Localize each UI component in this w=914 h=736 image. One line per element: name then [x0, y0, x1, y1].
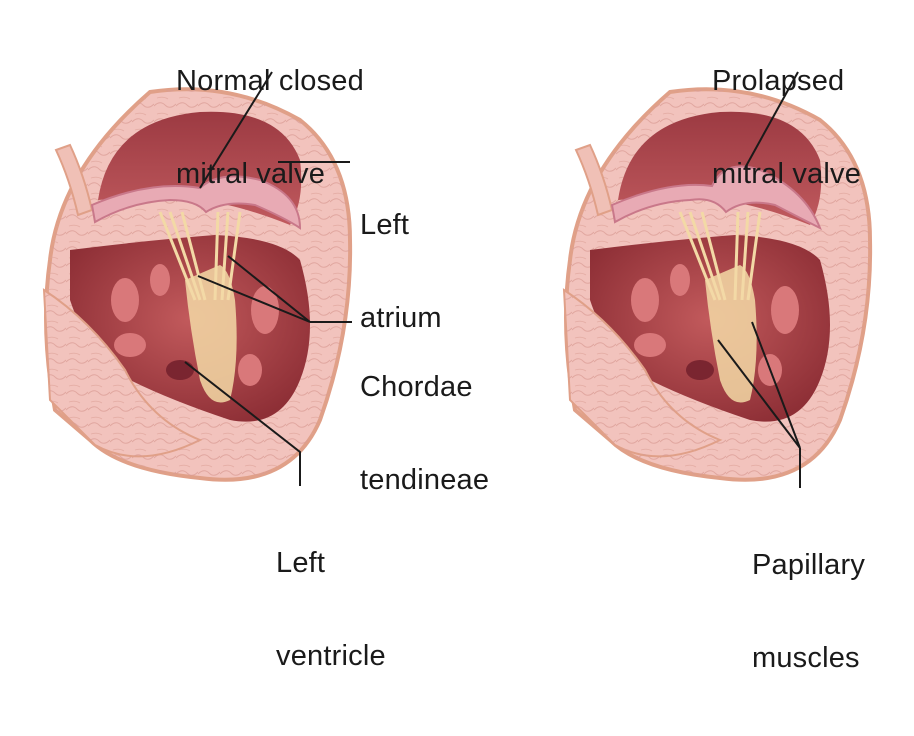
mitral-valve-diagram: Normal closed mitral valve Left atrium C… — [42, 4, 873, 674]
label-normal-valve-line2: mitral valve — [176, 158, 326, 190]
label-left-atrium-line2: atrium — [360, 302, 442, 334]
leader-papillary-1 — [717, 339, 801, 449]
prolapsed-papillary-muscle — [705, 265, 757, 403]
leader-papillary-2 — [751, 321, 801, 449]
label-normal-valve-line1: Normal closed — [176, 65, 364, 97]
normal-chordae-strands — [158, 211, 242, 301]
leader-normal-valve — [199, 71, 273, 189]
label-left-ventricle-line1: Left — [276, 547, 326, 579]
label-left-ventricle: Left ventricle — [276, 486, 386, 734]
leader-lines — [184, 71, 801, 488]
label-prolapsed-valve-line1: Prolapsed — [712, 65, 845, 97]
label-papillary-muscles: Papillary muscles — [752, 488, 865, 736]
leader-chordae-2 — [227, 255, 311, 323]
normal-mitral-leaflets — [90, 175, 302, 230]
heart-illustrations — [42, 71, 873, 488]
normal-papillary-muscle — [185, 265, 237, 403]
label-left-ventricle-line2: ventricle — [276, 640, 386, 672]
label-left-atrium: Left atrium — [360, 148, 442, 396]
label-prolapsed-valve-line2: mitral valve — [712, 158, 862, 190]
label-prolapsed-mitral-valve: Prolapsed mitral valve — [712, 4, 861, 252]
label-chordae-line2: tendineae — [360, 464, 490, 496]
label-papillary-line1: Papillary — [752, 549, 866, 581]
leader-prolapsed-valve — [744, 71, 799, 169]
prolapsed-heart — [562, 87, 873, 482]
normal-heart — [42, 87, 353, 482]
label-papillary-line2: muscles — [752, 642, 860, 674]
label-chordae-tendineae: Chordae tendineae — [360, 310, 489, 558]
leader-left-ventricle — [184, 361, 301, 486]
label-normal-closed-mitral-valve: Normal closed mitral valve — [176, 4, 364, 252]
prolapsed-chordae-strands — [678, 211, 762, 301]
label-left-atrium-line1: Left — [360, 209, 410, 241]
label-chordae-line1: Chordae — [360, 371, 473, 403]
prolapsed-mitral-leaflets — [610, 165, 822, 231]
leader-chordae-1 — [197, 275, 311, 323]
